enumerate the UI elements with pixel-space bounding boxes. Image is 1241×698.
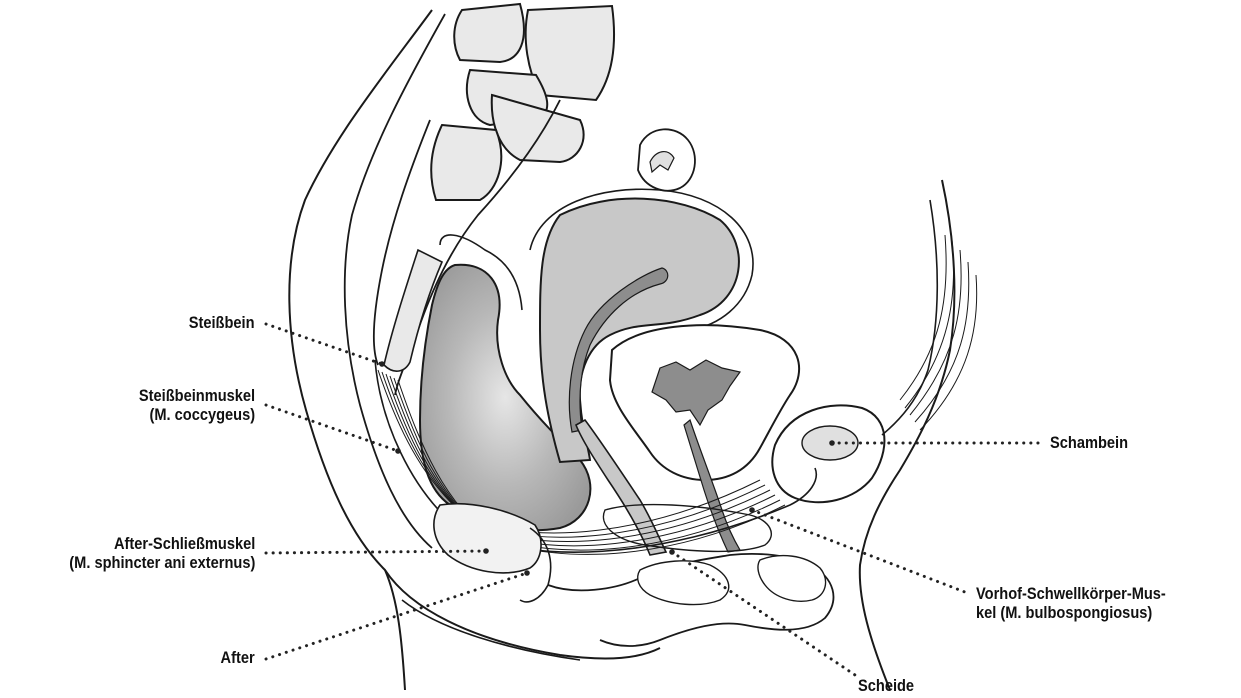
leader-dot-after — [524, 570, 530, 576]
label-steissbein-line1: Steißbein — [189, 313, 255, 332]
label-after-schliessmuskel: After-Schließmuskel (M. sphincter ani ex… — [69, 534, 255, 572]
leader-steissbein — [266, 324, 382, 364]
leader-dot-schambein — [829, 440, 835, 446]
label-schambein: Schambein — [1050, 433, 1128, 452]
label-steissbein: Steißbein — [189, 313, 255, 332]
labia-inner — [758, 556, 826, 602]
label-steissbeinmuskel-line2: (M. coccygeus) — [139, 405, 255, 424]
gluteal-fold-inner-outline — [402, 600, 580, 660]
leader-dot-steissbeinmuskel — [395, 448, 401, 454]
label-steissbeinmuskel: Steißbeinmuskel (M. coccygeus) — [139, 386, 255, 424]
label-after-schliessmuskel-line1: After-Schließmuskel — [69, 534, 255, 553]
leader-dot-after-schliessmuskel — [483, 548, 489, 554]
label-steissbeinmuskel-line1: Steißbeinmuskel — [139, 386, 255, 405]
labia — [638, 561, 729, 605]
label-vorhof-schwellkoerper-muskel: Vorhof-Schwellkörper-Mus- kel (M. bulbos… — [976, 584, 1166, 622]
label-after: After — [221, 648, 255, 667]
leader-dot-steissbein — [379, 361, 385, 367]
label-vorhof-line2: kel (M. bulbospongiosus) — [976, 603, 1166, 622]
sacrum-vertebrae — [431, 4, 614, 200]
label-schambein-line1: Schambein — [1050, 433, 1128, 452]
label-after-schliessmuskel-line2: (M. sphincter ani externus) — [69, 553, 255, 572]
abdominal-muscle-fibres — [900, 235, 977, 430]
leader-dot-scheide — [669, 549, 675, 555]
leader-steissbeinmuskel — [266, 405, 398, 451]
label-after-line1: After — [221, 648, 255, 667]
abdominal-wall-inner-outline — [882, 200, 937, 435]
label-scheide: Scheide — [858, 676, 914, 695]
leader-dot-vorhof — [749, 507, 755, 513]
label-scheide-line1: Scheide — [858, 676, 914, 695]
label-vorhof-line1: Vorhof-Schwellkörper-Mus- — [976, 584, 1166, 603]
